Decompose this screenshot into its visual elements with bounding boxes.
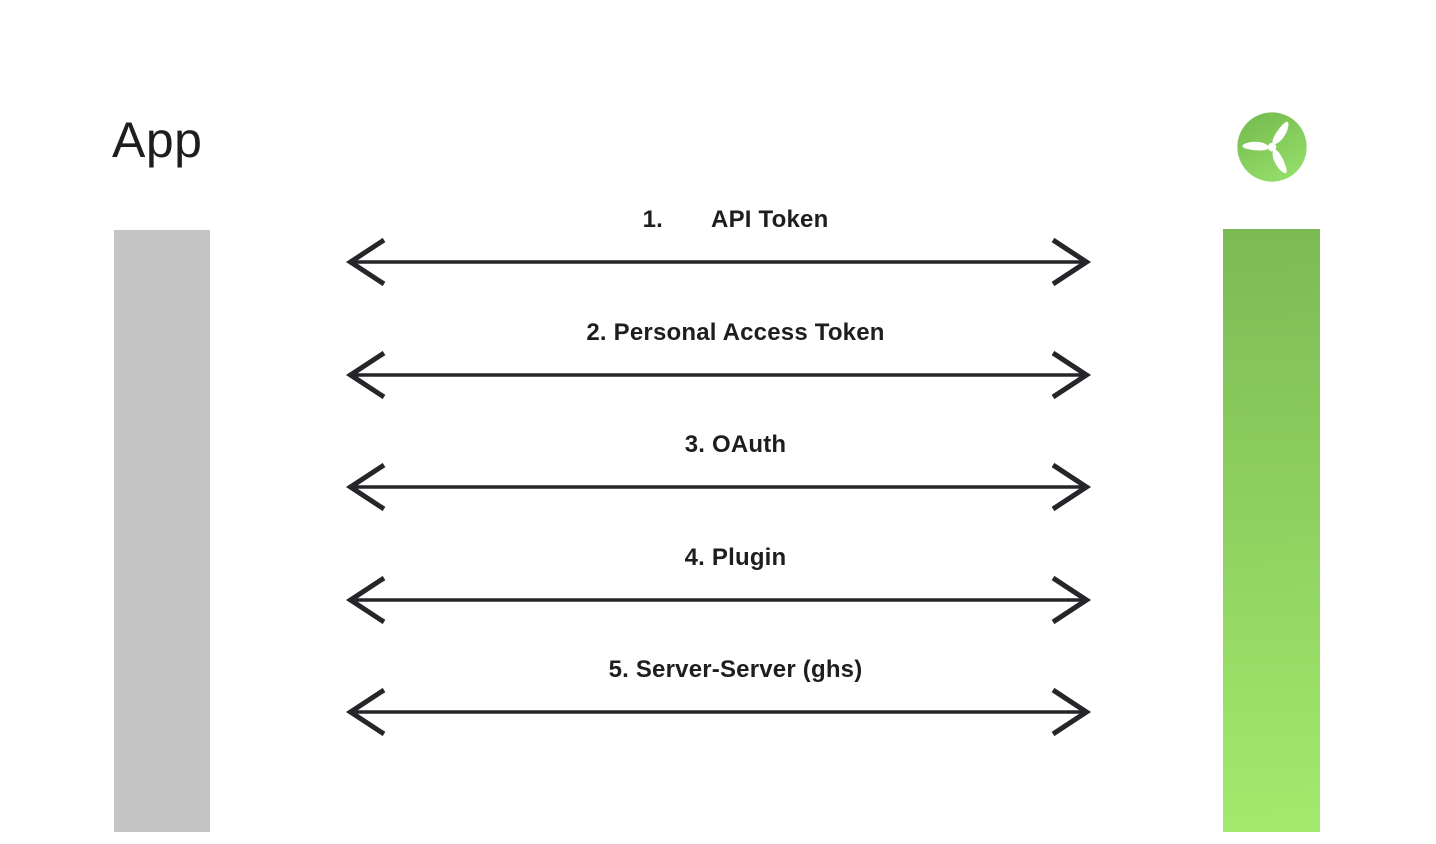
connection-label-2: 2. Personal Access Token (586, 318, 885, 346)
connection-rows: 1. API Token 2. Personal Access Token 3.… (345, 206, 1092, 740)
service-column-bar (1223, 229, 1320, 832)
connection-label-4: 4. Plugin (684, 543, 787, 571)
app-title: App (112, 112, 203, 168)
connection-row-3: 3. OAuth (345, 431, 1092, 515)
connection-row-1: 1. API Token (345, 206, 1092, 290)
connection-label-3: 3. OAuth (684, 431, 787, 458)
connection-row-4: 4. Plugin (345, 544, 1092, 628)
connection-row-2: 2. Personal Access Token (345, 319, 1092, 403)
connection-label-5: 5. Server-Server (ghs) (608, 656, 863, 683)
double-arrow-icon (345, 575, 1092, 624)
connection-label-1: 1. API Token (642, 206, 829, 233)
double-arrow-icon (345, 462, 1092, 512)
double-arrow-icon (345, 687, 1092, 737)
double-arrow-icon (345, 350, 1092, 399)
connection-row-5: 5. Server-Server (ghs) (345, 656, 1092, 740)
wind-turbine-icon (1235, 110, 1309, 184)
double-arrow-icon (345, 237, 1092, 287)
app-column-bar (114, 230, 210, 832)
